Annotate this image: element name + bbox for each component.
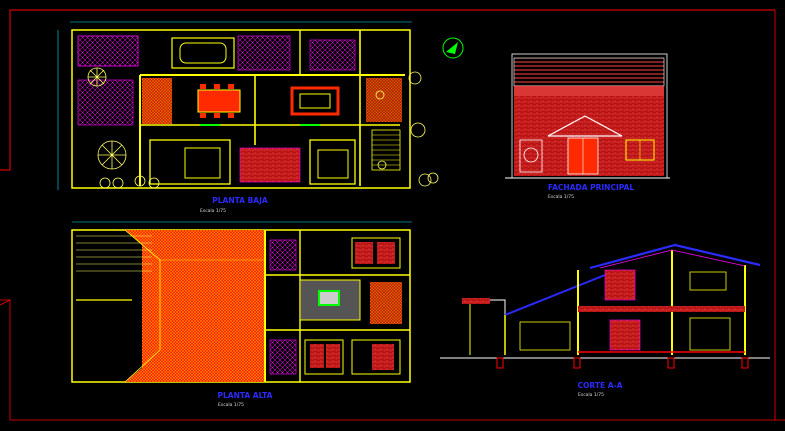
- main-facade-title: FACHADA PRINCIPAL: [548, 183, 635, 192]
- ground-floor-scale: Escala 1/75: [200, 208, 226, 214]
- north-arrow-icon: [442, 37, 464, 59]
- main-facade-scale: Escala 1/75: [548, 194, 574, 200]
- ground-floor-title: PLANTA BAJA: [212, 196, 268, 205]
- tree-icon: [87, 67, 107, 87]
- section-title: CORTE A-A: [578, 381, 623, 390]
- shrub-group: [99, 71, 439, 189]
- sheet-frame: [0, 9, 785, 421]
- tree-icon: [97, 140, 127, 170]
- upper-floor-scale: Escala 1/75: [218, 402, 244, 408]
- section-scale: Escala 1/75: [578, 392, 604, 398]
- upper-floor-title: PLANTA ALTA: [218, 391, 273, 400]
- upper-floor-plan: PLANTA ALTA Escala 1/75: [71, 221, 412, 408]
- ground-floor-plan: PLANTA BAJA Escala 1/75: [57, 21, 464, 214]
- main-facade-elevation: FACHADA PRINCIPAL Escala 1/75: [505, 53, 670, 200]
- section-a-a: CORTE A-A Escala 1/75: [440, 243, 770, 398]
